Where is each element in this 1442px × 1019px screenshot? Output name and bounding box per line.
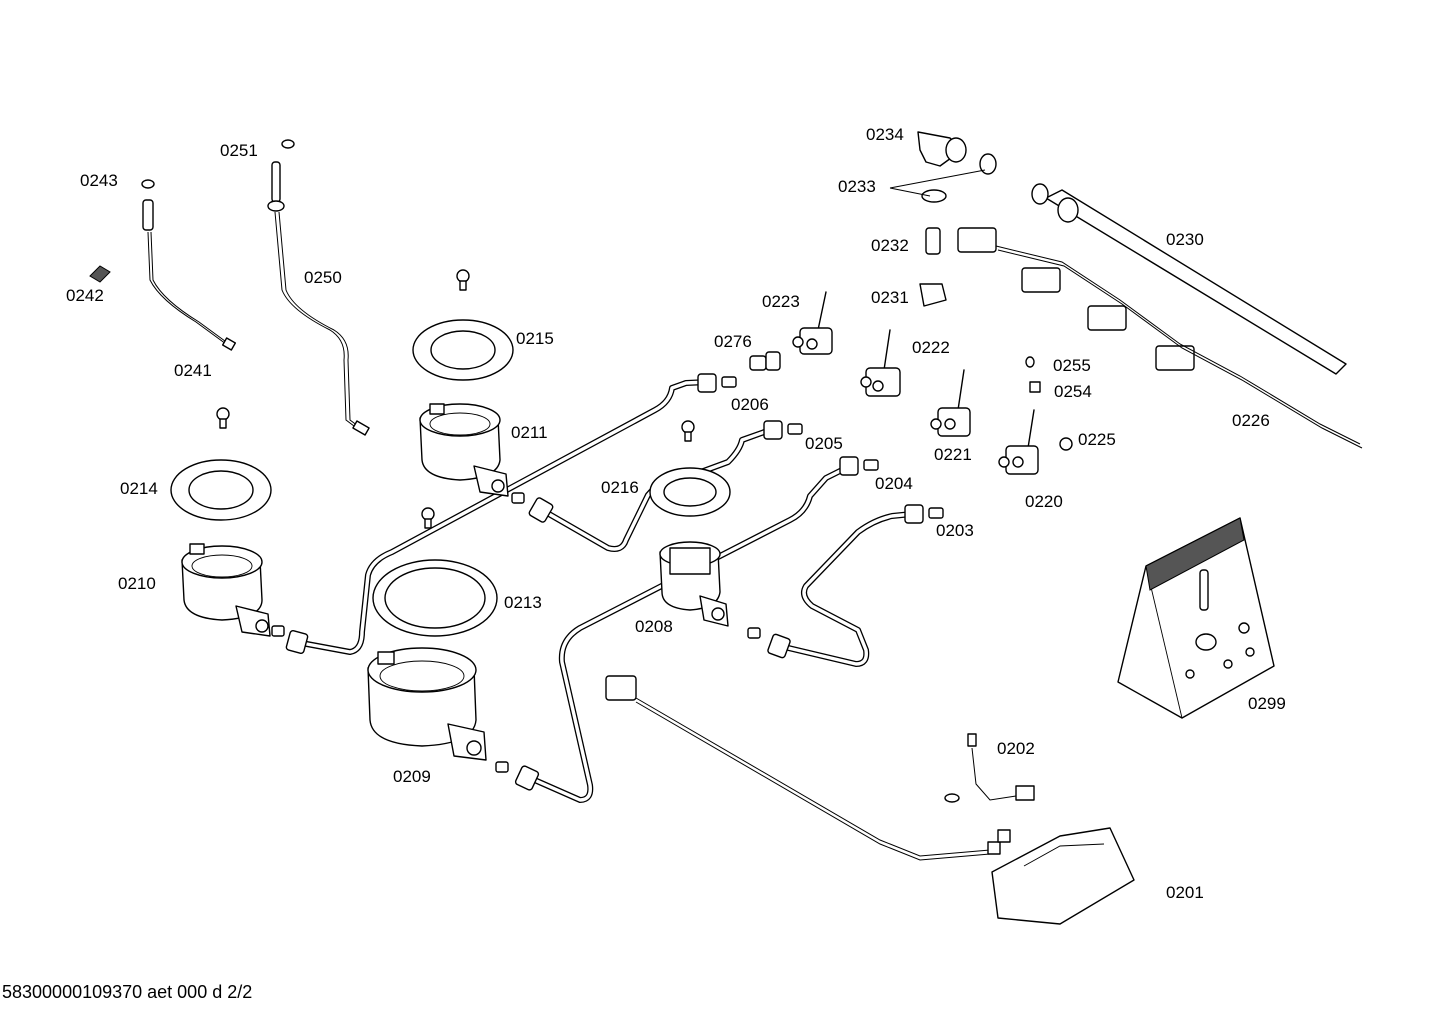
burner-housing-0210 [181,543,271,637]
tube-fittings [271,373,944,791]
burner-housing-0209 [367,647,487,761]
spare-parts-bag-0299 [1117,517,1275,719]
callout-0201: 0201 [1166,883,1204,902]
burner-housing-0211 [419,403,509,497]
callout-0222: 0222 [912,338,950,357]
thermocouple-0250 [267,139,370,436]
callout-0209: 0209 [393,767,431,786]
document-footer-id: 58300000109370 aet 000 d 2/2 [2,982,253,1002]
callout-0206: 0206 [731,395,769,414]
callout-0211: 0211 [511,423,548,442]
callout-0299: 0299 [1248,694,1286,713]
gas-valves [749,291,1039,475]
gas-manifold-0230 [1031,183,1347,375]
burner-housing-0208 [659,541,729,627]
callout-0233: 0233 [838,177,876,196]
callout-0242: 0242 [66,286,104,305]
callout-0208: 0208 [635,617,673,636]
callout-0210: 0210 [118,574,156,593]
callout-0234: 0234 [866,125,904,144]
callout-0243: 0243 [80,171,118,190]
callout-0230: 0230 [1166,230,1204,249]
callout-0225: 0225 [1078,430,1116,449]
gas-inlet-fittings [889,131,997,307]
callout-0276: 0276 [714,332,752,351]
ignition-module-0201 [605,675,1135,925]
callout-0203: 0203 [936,521,974,540]
callout-0241: 0241 [174,361,212,380]
callout-0213: 0213 [504,593,542,612]
screws [216,269,695,529]
callout-0254: 0254 [1054,382,1092,401]
callout-0223: 0223 [762,292,800,311]
callout-0251: 0251 [220,141,258,160]
gasket-rings [170,319,731,637]
callout-0205: 0205 [805,434,843,453]
callout-0220: 0220 [1025,492,1063,511]
callout-0255: 0255 [1053,356,1091,375]
callout-0221: 0221 [934,445,972,464]
callout-0232: 0232 [871,236,909,255]
callout-0231: 0231 [871,288,909,307]
callout-0215: 0215 [516,329,554,348]
callout-0250: 0250 [304,268,342,287]
callout-0204: 0204 [875,474,913,493]
ignition-switches-0226 [957,227,1363,451]
callout-0216: 0216 [601,478,639,497]
gas-tubes [271,373,944,803]
callout-0202: 0202 [997,739,1035,758]
callout-0226: 0226 [1232,411,1270,430]
callout-0214: 0214 [120,479,158,498]
electrode-0241 [89,179,237,351]
